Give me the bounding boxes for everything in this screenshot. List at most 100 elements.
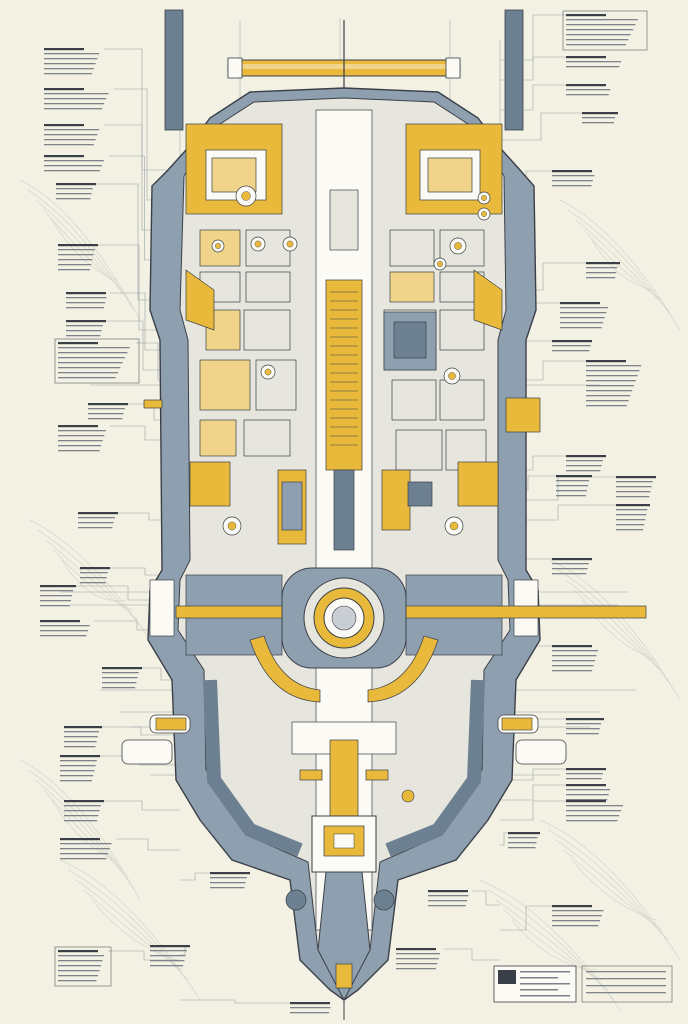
revision-table-line <box>586 992 666 994</box>
annotation-block <box>56 183 96 200</box>
annotation-text-line <box>396 968 436 970</box>
side-mast <box>164 9 184 131</box>
gauge-center <box>264 368 272 376</box>
annotation-text-line <box>44 129 100 131</box>
annotation-text-line <box>566 29 634 31</box>
annotation-text-line <box>58 430 106 432</box>
annotation-heading-line <box>66 320 106 323</box>
annotation-text-line <box>552 660 595 662</box>
sketch-line <box>487 889 615 1001</box>
title-block-line <box>520 983 570 985</box>
sketch-line <box>575 219 669 311</box>
annotation-text-line <box>88 413 124 415</box>
annotation-heading-line <box>58 342 98 345</box>
annotation-box <box>54 946 112 987</box>
annotation-text-line <box>566 789 611 791</box>
annotation-text-line <box>616 519 646 521</box>
sketch-line <box>43 209 123 291</box>
yellow-equipment-box <box>143 399 163 409</box>
revision-table-line <box>586 985 666 987</box>
annotation-text-line <box>40 625 90 627</box>
gauge-center <box>449 521 459 531</box>
sketch-line <box>45 539 139 621</box>
annotation-text-line <box>552 920 601 922</box>
annotation-heading-line <box>586 360 626 363</box>
annotation-text-line <box>44 160 104 162</box>
annotation-text-line <box>582 122 615 124</box>
annotation-text-line <box>58 249 95 251</box>
annotation-text-line <box>566 728 600 730</box>
interior-module <box>395 429 443 471</box>
annotation-text-line <box>58 377 116 379</box>
annotation-heading-line <box>508 832 540 835</box>
annotation-block <box>44 124 100 146</box>
annotation-text-line <box>78 527 113 529</box>
blue-tank-right <box>407 481 433 507</box>
leader-line <box>500 504 616 521</box>
leader-line <box>180 872 210 881</box>
title-block <box>493 965 673 1003</box>
leader-line <box>500 112 582 141</box>
leader-line <box>472 890 500 906</box>
annotation-heading-line <box>556 475 592 478</box>
sketch-line <box>571 859 657 921</box>
annotation-text-line <box>566 61 622 63</box>
sketch-line <box>91 899 177 961</box>
annotation-text-line <box>88 418 123 420</box>
annotation-text-line <box>616 491 651 493</box>
interior-module <box>243 419 291 457</box>
annotation-text-line <box>616 486 652 488</box>
leader-line <box>500 905 552 931</box>
annotation-heading-line <box>552 170 592 173</box>
annotation-text-line <box>64 731 99 733</box>
annotation-text-line <box>44 165 102 167</box>
gauge-center <box>437 261 443 267</box>
annotation-block <box>66 292 107 309</box>
side-mast <box>504 9 524 131</box>
sketch-line <box>35 779 129 881</box>
annotation-text-line <box>586 390 633 392</box>
upper-right-screen <box>427 157 473 193</box>
annotation-text-line <box>64 810 100 812</box>
annotation-heading-line <box>566 455 606 458</box>
yellow-equipment-box <box>505 397 541 433</box>
gauge-center <box>241 191 251 201</box>
annotation-block <box>210 872 250 889</box>
right-hull-channel <box>385 679 485 857</box>
annotation-text-line <box>60 770 95 772</box>
annotation-text-line <box>508 847 536 849</box>
annotation-text-line <box>44 108 103 110</box>
annotation-block <box>80 567 110 584</box>
title-block-line <box>520 977 558 979</box>
gauge-center <box>454 242 462 250</box>
annotation-text-line <box>556 495 586 497</box>
sketch-line <box>37 529 145 631</box>
annotation-text-line <box>64 805 101 807</box>
sketch-line <box>573 589 663 671</box>
annotation-text-line <box>556 485 589 487</box>
annotation-text-line <box>616 509 648 511</box>
interior-module <box>199 419 237 457</box>
annotation-heading-line <box>88 403 128 406</box>
sketch-line <box>583 229 663 301</box>
annotation-text-line <box>44 53 100 55</box>
annotation-text-line <box>586 380 636 382</box>
annotation-text-line <box>566 460 603 462</box>
annotation-text-line <box>58 357 126 359</box>
exhaust-nozzle <box>317 871 371 1002</box>
annotation-text-line <box>150 960 185 962</box>
annotation-text-blocks <box>40 10 656 1014</box>
interior-module <box>243 309 291 351</box>
annotation-text-line <box>44 103 105 105</box>
annotation-block <box>552 645 598 672</box>
annotation-text-line <box>58 254 94 256</box>
gauge-center <box>254 240 262 248</box>
annotation-text-line <box>102 672 139 674</box>
sketch-line <box>511 919 597 971</box>
title-block-line <box>520 989 558 991</box>
interior-module <box>389 229 435 267</box>
annotation-heading-line <box>44 88 84 91</box>
annotation-text-line <box>40 630 89 632</box>
annotation-block <box>88 403 128 420</box>
